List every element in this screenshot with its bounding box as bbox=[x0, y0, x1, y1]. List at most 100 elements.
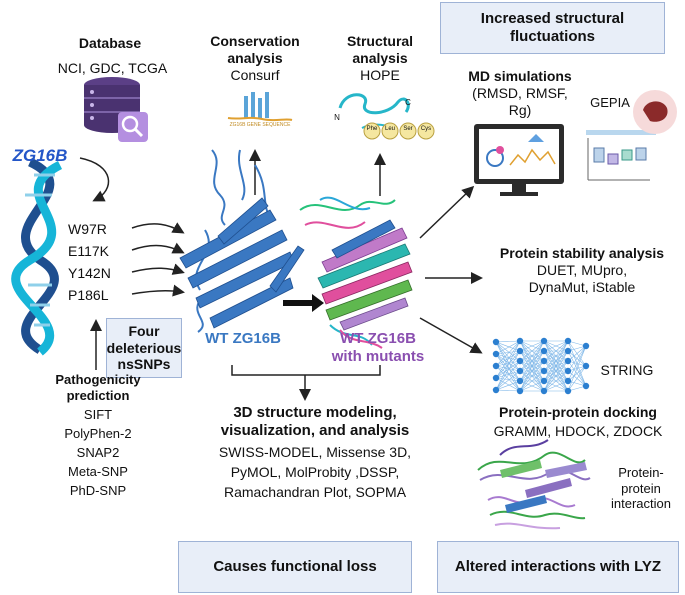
pathogenicity-tool: SIFT bbox=[83, 407, 113, 422]
four-snps-line1: Four bbox=[128, 322, 160, 339]
tissue-icon bbox=[633, 90, 677, 134]
protein-chain-icon bbox=[338, 93, 435, 140]
chain-c-label: C bbox=[405, 98, 411, 107]
mutation-item: E117K bbox=[68, 243, 109, 259]
network-node bbox=[516, 337, 524, 345]
network-node bbox=[516, 367, 524, 375]
pathogenicity-tools: SIFT PolyPhen-2 SNAP2 Meta-SNP PhD-SNP bbox=[38, 405, 158, 500]
docking-sheets bbox=[500, 460, 587, 513]
network-node bbox=[564, 347, 572, 355]
network-node bbox=[492, 338, 500, 346]
modeling-tools: SWISS-MODEL, Missense 3D, PyMOL, MolProb… bbox=[180, 442, 450, 502]
mutation-item: P186L bbox=[68, 287, 109, 303]
residue-label: Leu bbox=[384, 126, 395, 132]
fluctuations-line2: fluctuations bbox=[510, 28, 595, 45]
pathogenicity-tool: PolyPhen-2 bbox=[64, 426, 132, 441]
md-line3: Rg) bbox=[508, 101, 532, 118]
network-node bbox=[540, 357, 548, 365]
lyz-box: Altered interactions with LYZ bbox=[437, 541, 679, 593]
mutation-item: W97R bbox=[68, 221, 107, 237]
network-node bbox=[582, 342, 590, 350]
modeling-tools-line1: SWISS-MODEL, Missense 3D, bbox=[218, 444, 412, 460]
conservation-title: Conservation analysis bbox=[195, 33, 315, 67]
network-node bbox=[564, 377, 572, 385]
network-node bbox=[540, 367, 548, 375]
four-snps-box: Four deleterious nsSNPs bbox=[106, 318, 182, 378]
network-node bbox=[516, 347, 524, 355]
docking-complex-image bbox=[477, 439, 591, 530]
four-snps-line2: deleterious bbox=[106, 339, 182, 356]
stability-line1: DUET, MUpro, bbox=[536, 261, 628, 278]
residue-label: Cys bbox=[420, 126, 432, 132]
lyz-label: Altered interactions with LYZ bbox=[454, 558, 662, 575]
conservation-tool: Consurf bbox=[230, 67, 280, 83]
conservation-title-line1: Conservation bbox=[210, 33, 300, 49]
network-node bbox=[582, 362, 590, 370]
chain-n-label: N bbox=[334, 113, 340, 122]
modeling-title-line1: 3D structure modeling, bbox=[233, 404, 397, 421]
network-node bbox=[540, 387, 548, 395]
gepia-boxplot-icon bbox=[586, 130, 656, 181]
conservation-icon bbox=[227, 92, 293, 122]
docking-title: Protein-protein docking bbox=[499, 404, 657, 420]
database-sources: NCI, GDC, TCGA bbox=[57, 60, 168, 76]
network-node bbox=[564, 387, 572, 395]
dna-helix-icon bbox=[11, 157, 63, 356]
pathogenicity-title-line2: prediction bbox=[66, 387, 130, 403]
stability-line2: DynaMut, iStable bbox=[528, 278, 636, 295]
gepia-label: GEPIA bbox=[590, 95, 630, 110]
wt-protein-sheets bbox=[179, 197, 305, 329]
structural-title: Structural analysis bbox=[330, 33, 430, 67]
network-node bbox=[492, 350, 500, 358]
docking-interaction-line2: protein bbox=[621, 480, 661, 496]
pathogenicity-tool: Meta-SNP bbox=[68, 464, 128, 479]
docking-tools: GRAMM, HDOCK, ZDOCK bbox=[493, 423, 663, 439]
database-title: Database bbox=[78, 35, 142, 51]
monitor-icon bbox=[474, 124, 564, 196]
pathogenicity-title-line1: Pathogenicity bbox=[55, 372, 141, 387]
functional-loss-box: Causes functional loss bbox=[178, 541, 412, 593]
pathogenicity-title: Pathogenicity prediction bbox=[38, 372, 158, 403]
network-node bbox=[564, 357, 572, 365]
mutant-label: WT ZG16B with mutants bbox=[318, 330, 438, 366]
network-node bbox=[540, 347, 548, 355]
modeling-tools-line2: PyMOL, MolProbity ,DSSP, bbox=[230, 464, 400, 480]
structural-tool: HOPE bbox=[360, 67, 400, 83]
residue-label: Phe bbox=[366, 126, 378, 132]
mutant-protein-sheets bbox=[317, 219, 413, 331]
structural-title-line2: analysis bbox=[352, 49, 408, 66]
structural-title-line1: Structural bbox=[346, 33, 414, 49]
conservation-icon-text: ZG16B GENE SEQUENCE bbox=[229, 122, 291, 128]
network-node bbox=[516, 357, 524, 365]
fluctuations-box: Increased structural fluctuations bbox=[440, 2, 665, 54]
gene-name: ZG16B bbox=[12, 146, 68, 165]
mutant-protein-structure bbox=[299, 196, 396, 349]
four-snps-line3: nsSNPs bbox=[117, 356, 171, 373]
pathogenicity-tool: SNAP2 bbox=[76, 445, 120, 460]
network-node bbox=[540, 337, 548, 345]
md-title: MD simulations bbox=[468, 68, 572, 84]
wt-label: WT ZG16B bbox=[205, 330, 281, 347]
docking-interaction: Protein- protein interaction bbox=[600, 465, 682, 512]
mutant-label-line1: WT ZG16B bbox=[340, 330, 416, 347]
network-node bbox=[492, 374, 500, 382]
network-node bbox=[564, 367, 572, 375]
network-node bbox=[540, 377, 548, 385]
network-node bbox=[492, 386, 500, 394]
docking-interaction-line3: interaction bbox=[611, 496, 671, 512]
mutant-label-line2: with mutants bbox=[331, 348, 425, 365]
network-node bbox=[564, 337, 572, 345]
mutation-list: W97R E117K Y142N P186L bbox=[68, 218, 138, 306]
network-icon bbox=[492, 337, 590, 395]
modeling-title-line2: visualization, and analysis bbox=[220, 422, 410, 439]
residue-label: Ser bbox=[403, 126, 413, 132]
modeling-title: 3D structure modeling, visualization, an… bbox=[190, 404, 440, 440]
string-label: STRING bbox=[600, 362, 654, 378]
network-node bbox=[582, 382, 590, 390]
md-line2: (RMSD, RMSF, bbox=[472, 84, 568, 101]
functional-loss-label: Causes functional loss bbox=[213, 558, 377, 575]
magnifier-icon bbox=[118, 112, 148, 142]
docking-interaction-line1: Protein- bbox=[618, 465, 664, 480]
conservation-title-line2: analysis bbox=[227, 49, 283, 66]
